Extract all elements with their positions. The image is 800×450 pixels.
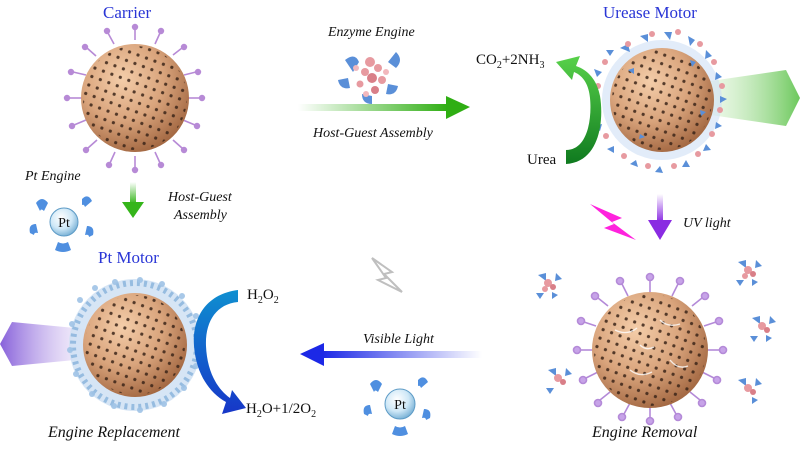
- co2-nh3-label: CO2+2NH3: [476, 52, 544, 71]
- pt-motor: [67, 277, 203, 413]
- urea-curved-arrow: [556, 56, 602, 164]
- host-guest-label-left-2: Assembly: [173, 208, 228, 223]
- enzyme-engine-label: Enzyme Engine: [327, 25, 415, 40]
- down-arrow-purple: [648, 194, 672, 240]
- h2o-o2-label: H2O+1/2O2: [246, 401, 316, 420]
- urease-motor: [590, 29, 727, 173]
- pt-engine-cluster-bottom: Pt: [363, 377, 431, 436]
- engine-removal-label: Engine Removal: [591, 424, 698, 441]
- host-guest-label-left-1: Host-Guest: [167, 190, 233, 205]
- removal-lipids: [572, 272, 728, 426]
- carrier-group: Carrier: [63, 3, 206, 174]
- visible-light-label: Visible Light: [363, 332, 435, 347]
- carrier-pores: [83, 46, 187, 150]
- svg-text:Pt: Pt: [394, 398, 406, 413]
- enzyme-engine-icon: [338, 52, 400, 104]
- right-arrow-green: [298, 96, 470, 119]
- uv-lightning-icon: [590, 204, 636, 240]
- left-arrow-blue: [300, 343, 482, 366]
- h2o2-label: H2O2: [247, 287, 279, 306]
- h2o2-curved-arrow: [193, 290, 246, 414]
- down-arrow-green: [122, 182, 144, 218]
- released-enzymes: [536, 260, 776, 404]
- engine-removal-motor: [572, 272, 728, 426]
- uv-light-label: UV light: [683, 216, 732, 231]
- urease-enzymes: [590, 32, 727, 173]
- carrier-title: Carrier: [103, 3, 151, 22]
- svg-text:Pt: Pt: [58, 216, 70, 231]
- host-guest-assembly-top-label: Host-Guest Assembly: [312, 126, 434, 141]
- pt-engine-cluster-left: Pt: [29, 196, 94, 252]
- pt-motor-title: Pt Motor: [98, 248, 159, 267]
- urease-motor-title: Urease Motor: [603, 3, 697, 22]
- visible-lightning-icon: [371, 257, 403, 293]
- engine-replacement-label: Engine Replacement: [47, 424, 181, 441]
- urea-label: Urea: [527, 152, 556, 168]
- carrier-spikes: [63, 23, 206, 174]
- pt-engine-label: Pt Engine: [24, 169, 81, 184]
